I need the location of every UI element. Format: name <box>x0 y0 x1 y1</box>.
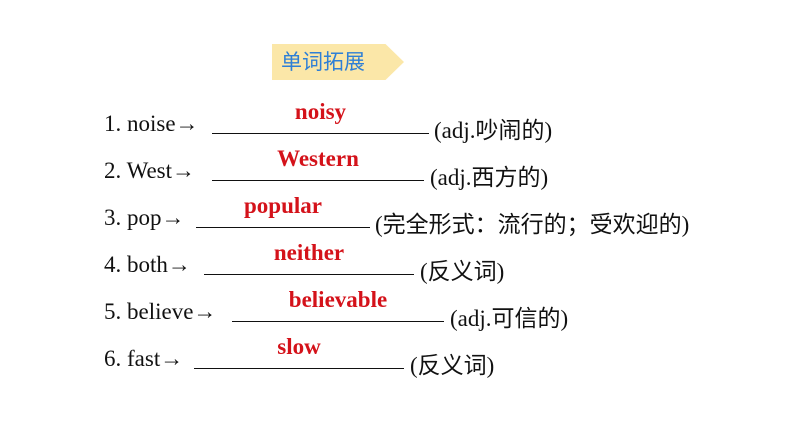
answer-blank: noisy <box>212 99 429 134</box>
exercise-prompt: 1. noise→ <box>104 111 199 136</box>
exercise-prompt: 2. West→ <box>104 158 196 183</box>
exercise-row-6: 6. fast→ slow (反义词) <box>104 334 784 378</box>
answer-blank: neither <box>204 240 414 275</box>
answer-text: slow <box>277 334 321 359</box>
exercise-note: (反义词) <box>410 353 495 378</box>
exercise-note: (adj.西方的) <box>430 165 549 190</box>
section-title: 单词拓展 <box>281 50 365 74</box>
answer-blank: popular <box>196 193 370 228</box>
exercise-prompt: 6. fast→ <box>104 346 184 371</box>
section-title-tag: 单词拓展 <box>272 44 404 80</box>
exercise-row-2: 2. West→ Western (adj.西方的) <box>104 146 784 190</box>
exercise-note: (adj.可信的) <box>450 306 569 331</box>
exercise-prompt: 3. pop→ <box>104 205 185 230</box>
answer-text: popular <box>244 193 322 218</box>
exercise-prompt: 4. both→ <box>104 252 191 277</box>
answer-blank: Western <box>212 146 424 181</box>
exercise-row-3: 3. pop→ popular (完全形式：流行的；受欢迎的) <box>104 193 784 237</box>
answer-text: Western <box>277 146 359 171</box>
exercise-note: (adj.吵闹的) <box>434 118 553 143</box>
answer-text: believable <box>288 287 388 312</box>
answer-text: noisy <box>294 99 347 124</box>
exercise-row-1: 1. noise→ noisy (adj.吵闹的) <box>104 99 784 143</box>
exercise-note: (反义词) <box>420 259 505 284</box>
answer-blank: believable <box>232 287 444 322</box>
exercise-row-5: 5. believe→ believable (adj.可信的) <box>104 287 784 331</box>
answer-text: neither <box>273 240 345 265</box>
exercise-note: (完全形式：流行的；受欢迎的) <box>375 212 690 237</box>
exercise-prompt: 5. believe→ <box>104 299 217 324</box>
exercise-row-4: 4. both→ neither (反义词) <box>104 240 784 284</box>
answer-blank: slow <box>194 334 404 369</box>
